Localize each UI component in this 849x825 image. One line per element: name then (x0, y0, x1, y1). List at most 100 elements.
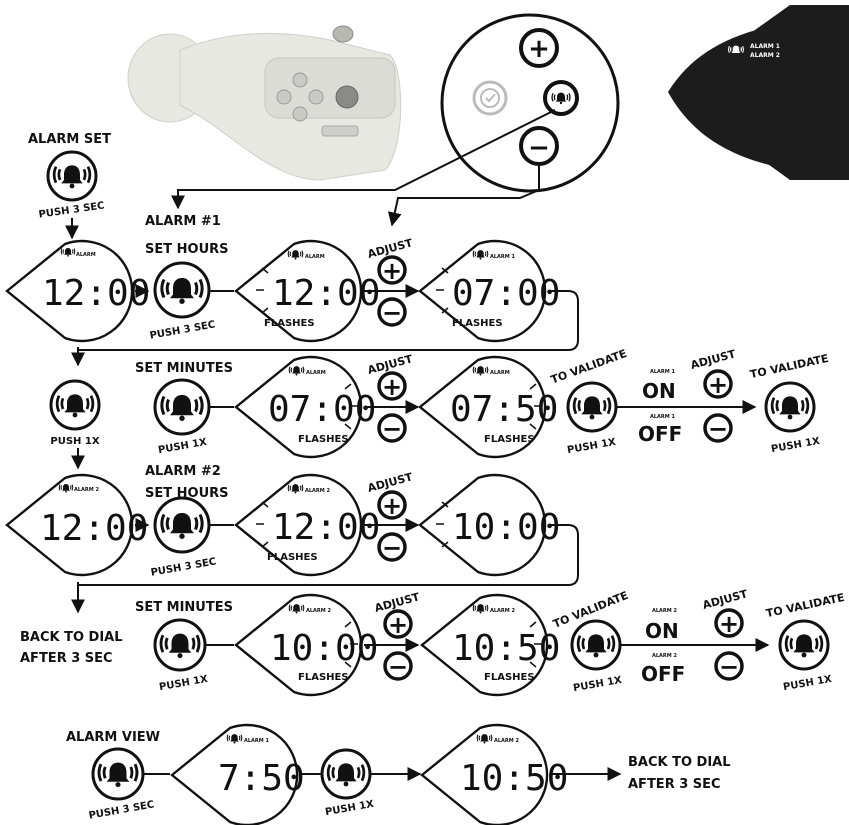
minus-glyph-row2: − (382, 415, 402, 443)
a1h2-alarm-tag: ALARM 1 (490, 254, 515, 260)
validate-button-row2a: TO VALIDATE PUSH 1X (549, 347, 629, 456)
a1m1-time: 07:00 (268, 389, 376, 430)
a1-hours-display-2: ALARM 1 07:00 FLASHES (418, 239, 560, 343)
alarm-set-label: ALARM SET (28, 132, 111, 147)
push-1x-button-row4: PUSH 1X (153, 618, 209, 693)
a1m2-flashes: FLASHES (484, 434, 535, 445)
plus-glyph-row2b: + (708, 371, 728, 399)
plus-glyph-row2: + (382, 373, 402, 401)
on-alarm1-tag: ALARM 1 (650, 369, 675, 375)
alarm-view-label: ALARM VIEW (66, 730, 160, 745)
a2m2-flashes: FLASHES (484, 672, 535, 683)
push-1x-button-row2: PUSH 1X (153, 378, 211, 456)
plus-icon (714, 608, 744, 638)
a1-min-display-2: ALARM 07:50 FLASHES (418, 355, 558, 459)
minus-glyph-row3: − (382, 534, 402, 562)
set-hours-label-1: SET HOURS (145, 242, 229, 257)
back-to-dial-label-left: BACK TO DIAL (20, 630, 123, 645)
to-validate-row2a: TO VALIDATE (549, 347, 629, 387)
dial-alarm-tag: ALARM (76, 252, 96, 258)
a2-hours-display-2: 10:00 (418, 473, 560, 577)
minus-glyph: − (528, 133, 550, 163)
a1h1-flashes: FLASHES (264, 318, 315, 329)
adjust-label-row2b: ADJUST (689, 347, 737, 372)
a2-hours-display-1: ALARM 2 12:00 FLASHES (234, 473, 380, 577)
alarm-view-push-1x-button: PUSH 1X (320, 748, 375, 818)
alarm-view-button: PUSH 3 SEC (88, 747, 155, 822)
off-alarm1-tag: ALARM 1 (650, 414, 675, 420)
a2m1-time: 10:00 (270, 628, 378, 669)
button-cluster-magnified: + − (440, 13, 620, 193)
alarm-view-display-2: ALARM 2 10:50 (420, 723, 568, 825)
minus-icon (383, 651, 413, 681)
a2h2-time: 10:00 (452, 507, 560, 548)
a1-min-display-1: ALARM 07:00 FLASHES (234, 355, 376, 459)
view1-alarm-tag: ALARM 1 (244, 738, 269, 744)
minus-icon (377, 532, 407, 562)
minus-icon (377, 413, 407, 443)
push-1x-button-left: PUSH 1X (49, 379, 101, 447)
push-3-sec-row1-label: PUSH 3 SEC (149, 319, 216, 341)
plus-glyph-row3: + (382, 492, 402, 520)
minus-icon (714, 651, 744, 681)
a2h1-alarm-tag: ALARM 2 (305, 488, 330, 494)
minus-glyph-row1: − (382, 299, 402, 327)
clock-icon (472, 80, 508, 116)
validate-button-row2b: TO VALIDATE PUSH 1X (749, 352, 830, 455)
on-off-toggle-alarm2: ALARM 2 ON ALARM 2 OFF ADJUST + − (641, 587, 750, 686)
push-1x-row4-label: PUSH 1X (158, 674, 209, 693)
dial2-time: 12:00 (40, 508, 148, 549)
minus-icon (703, 413, 733, 443)
alarm-view-push-3-sec: PUSH 3 SEC (88, 799, 155, 821)
alarm-set-button: PUSH 3 SEC (38, 150, 105, 221)
a1m2-time: 07:50 (450, 389, 558, 430)
on-off-toggle-alarm1: ALARM 1 ON ALARM 1 OFF ADJUST + − (638, 347, 738, 446)
push-1x-row2b-label: PUSH 1X (770, 436, 821, 455)
plus-glyph-row1: + (382, 257, 402, 285)
view2-time: 10:50 (460, 758, 568, 799)
plus-glyph-row4b: + (719, 610, 739, 638)
plus-icon (377, 490, 407, 520)
after-3-sec-label-bottom: AFTER 3 SEC (628, 777, 721, 792)
minus-icon (377, 297, 407, 327)
off-label-alarm1: OFF (638, 422, 682, 446)
push-3-sec-label: PUSH 3 SEC (38, 200, 105, 220)
a1h1-alarm-tag: ALARM (305, 254, 325, 260)
push-1x-row2-label: PUSH 1X (157, 437, 208, 456)
off-label-alarm2: OFF (641, 662, 685, 686)
a1h2-flashes: FLASHES (452, 318, 503, 329)
push-1x-row4a-label: PUSH 1X (572, 675, 623, 694)
a2m2-alarm-tag: ALARM 2 (490, 608, 515, 614)
a1h2-time: 07:00 (452, 273, 560, 314)
validate-button-row4a: TO VALIDATE PUSH 1X (551, 589, 630, 694)
push-3-sec-button-row3: PUSH 3 SEC (150, 496, 217, 579)
view-push-1x-label: PUSH 1X (324, 799, 375, 818)
on-label-alarm2: ON (645, 619, 679, 643)
badge-alarm1-label: ALARM 1 (750, 43, 780, 50)
on-label-alarm1: ON (642, 379, 676, 403)
a1h1-time: 12:00 (272, 273, 380, 314)
alarm-badge: ALARM 1 ALARM 2 (668, 5, 849, 180)
off-alarm2-tag: ALARM 2 (652, 653, 677, 659)
dial2-alarm-tag: ALARM 2 (74, 487, 99, 493)
plus-icon (377, 371, 407, 401)
minus-glyph-row4: − (388, 653, 408, 681)
push-1x-row4b-label: PUSH 1X (782, 674, 833, 693)
device-illustration (127, 25, 402, 181)
plus-icon (519, 28, 559, 68)
alarm2-label: ALARM #2 (145, 464, 221, 479)
minus-glyph-row2b: − (708, 415, 728, 443)
plus-icon (377, 255, 407, 285)
set-hours-label-2: SET HOURS (145, 486, 229, 501)
push-3-sec-row3-label: PUSH 3 SEC (150, 556, 217, 578)
pointer-lines (171, 109, 556, 227)
push-3-sec-button-row1: PUSH 3 SEC (149, 261, 216, 342)
dial-display: ALARM 12:00 (5, 239, 150, 343)
view2-alarm-tag: ALARM 2 (494, 738, 519, 744)
push-1x-left-label: PUSH 1X (50, 436, 99, 447)
adjust-row2: ADJUST + − (366, 352, 414, 443)
a2-min-display-1: ALARM 2 10:00 FLASHES (234, 593, 378, 697)
a2-min-display-2: ALARM 2 10:50 FLASHES (420, 593, 560, 697)
plus-glyph: + (528, 34, 550, 64)
